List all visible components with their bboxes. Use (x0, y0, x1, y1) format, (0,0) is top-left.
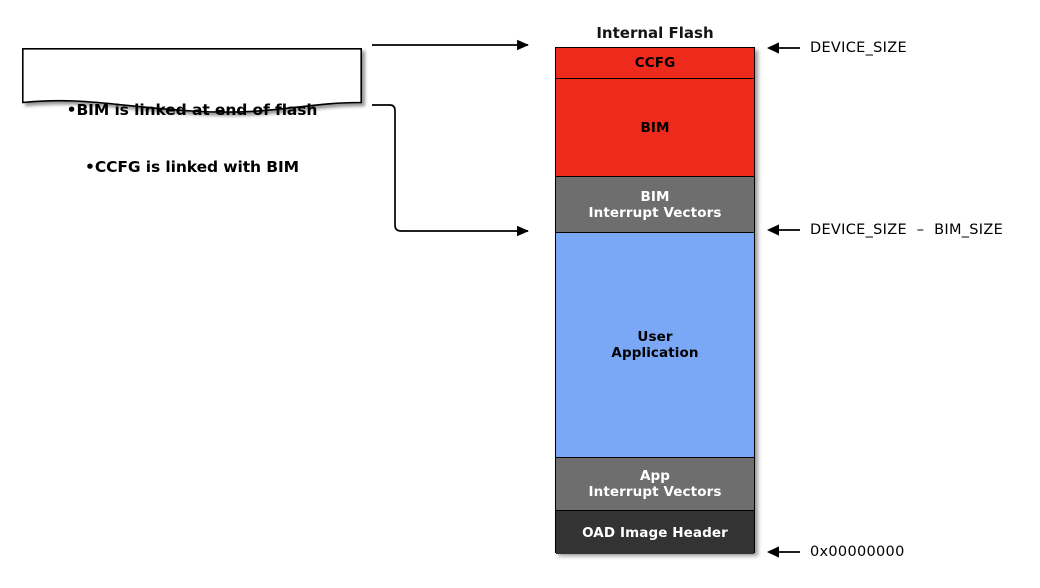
pointer-label-device-size: DEVICE_SIZE (766, 40, 907, 56)
memory-block-bim[interactable]: BIM (556, 78, 754, 176)
flash-title: Internal Flash (596, 24, 714, 42)
pointer-label-text: DEVICE_SIZE – BIM_SIZE (810, 222, 1004, 238)
memory-block-bim-interrupt-vectors[interactable]: BIM Interrupt Vectors (556, 176, 754, 232)
connector-note-to-user-application (372, 104, 529, 237)
note-line-1: •BIM is linked at end of flash (66, 101, 318, 119)
arrow-left-icon (767, 546, 800, 558)
memory-block-user-application[interactable]: User Application (556, 232, 754, 457)
pointer-label-zero-address: 0x00000000 (766, 544, 905, 560)
memory-block-oad-image-header[interactable]: OAD Image Header (556, 510, 754, 554)
arrow-left-icon (767, 224, 800, 236)
note-text: •BIM is linked at end of flash •CCFG is … (22, 63, 362, 215)
note-line-2: •CCFG is linked with BIM (85, 158, 299, 176)
note-callout: •BIM is linked at end of flash •CCFG is … (22, 48, 362, 176)
memory-block-app-interrupt-vectors[interactable]: App Interrupt Vectors (556, 457, 754, 510)
pointer-label-device-size-minus-bim-size: DEVICE_SIZE – BIM_SIZE (766, 222, 1003, 238)
pointer-label-text: 0x00000000 (810, 544, 905, 560)
note-callout-shape (22, 48, 362, 113)
memory-block-ccfg[interactable]: CCFG (556, 48, 754, 78)
arrow-left-icon (767, 42, 800, 54)
internal-flash-stack: CCFG BIM BIM Interrupt Vectors User Appl… (555, 47, 755, 554)
pointer-label-text: DEVICE_SIZE (810, 40, 907, 56)
